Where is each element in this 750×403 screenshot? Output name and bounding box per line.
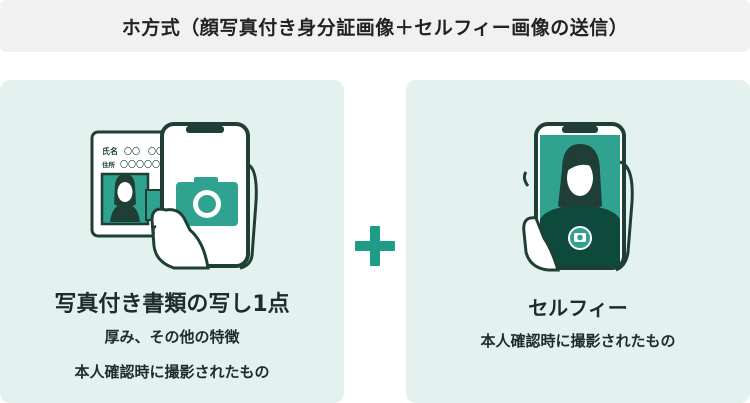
id-name-label: 氏名 (102, 146, 118, 156)
id-document-card: 氏名 〇〇 〇〇 住所 〇〇〇〇〇〇 写真付き書類の写し1点 厚み、その他の特徴… (0, 80, 344, 403)
phone-photographing-id-card-icon: 氏名 〇〇 〇〇 住所 〇〇〇〇〇〇 (90, 122, 258, 270)
phone-selfie-icon (522, 122, 634, 272)
id-address-value: 〇〇〇〇〇〇 (120, 160, 168, 169)
id-address-label: 住所 (102, 160, 116, 169)
selfie-title: セルフィー (528, 296, 628, 320)
plus-icon (355, 226, 395, 266)
id-name-value: 〇〇 〇〇 (124, 147, 164, 156)
selfie-subtitle: 本人確認時に撮影されたもの (480, 332, 676, 350)
header-bar: ホ方式（顔写真付き身分証画像＋セルフィー画像の送信） (0, 0, 750, 52)
page-title: ホ方式（顔写真付き身分証画像＋セルフィー画像の送信） (121, 16, 629, 39)
selfie-card: セルフィー 本人確認時に撮影されたもの (406, 80, 750, 403)
id-document-subtitle-1: 厚み、その他の特徴 (104, 328, 240, 346)
id-document-title: 写真付き書類の写し1点 (54, 292, 290, 317)
id-document-subtitle-2: 本人確認時に撮影されたもの (74, 363, 270, 381)
